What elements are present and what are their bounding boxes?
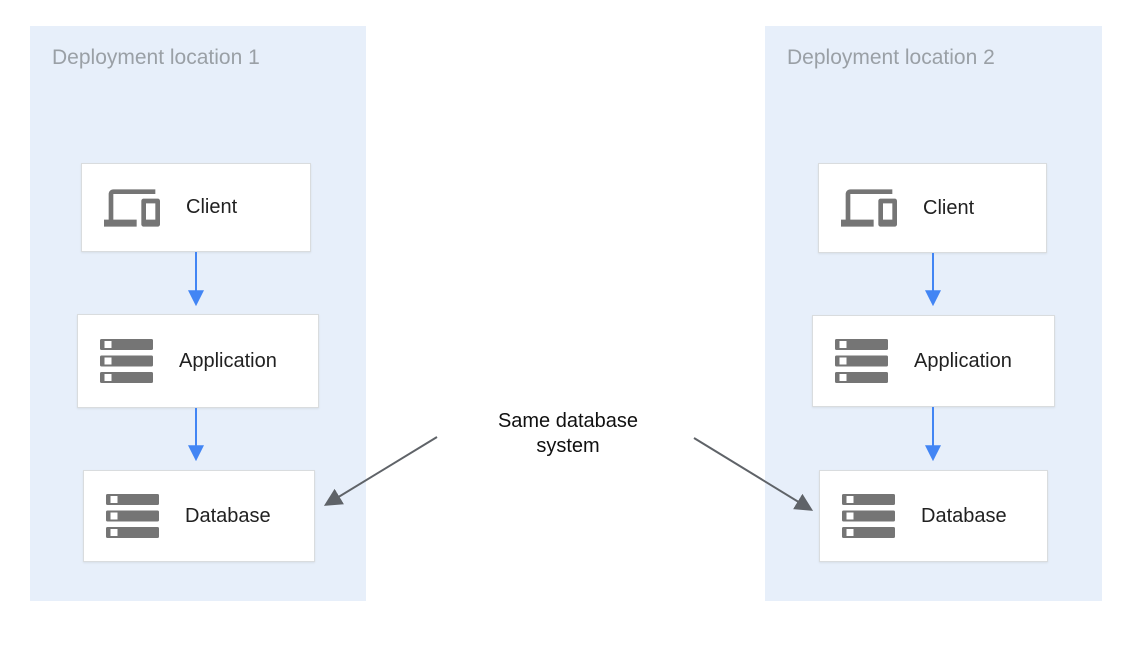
- panel-deployment-location-1: Deployment location 1 Client A: [30, 26, 366, 601]
- node-database: Database: [819, 470, 1048, 562]
- server-stack-icon: [100, 339, 153, 383]
- server-stack-icon: [835, 339, 888, 383]
- panel-deployment-location-2: Deployment location 2 Client A: [765, 26, 1102, 601]
- node-label: Client: [186, 196, 238, 218]
- server-stack-icon: [842, 494, 895, 538]
- node-label: Client: [923, 196, 975, 219]
- panel-title: Deployment location 2: [787, 46, 995, 69]
- node-label: Database: [185, 504, 271, 527]
- node-client: Client: [818, 163, 1047, 253]
- node-label: Database: [921, 504, 1007, 527]
- annotation-same-database-system: Same database system: [497, 410, 639, 457]
- node-database: Database: [83, 470, 315, 562]
- node-client: Client: [81, 163, 311, 252]
- devices-icon: [841, 189, 897, 227]
- server-stack-icon: [106, 494, 159, 538]
- devices-icon: [104, 188, 160, 227]
- node-application: Application: [812, 315, 1055, 407]
- panel-title: Deployment location 1: [52, 46, 260, 69]
- node-application: Application: [77, 314, 319, 408]
- node-label: Application: [914, 349, 1012, 372]
- node-label: Application: [179, 349, 277, 372]
